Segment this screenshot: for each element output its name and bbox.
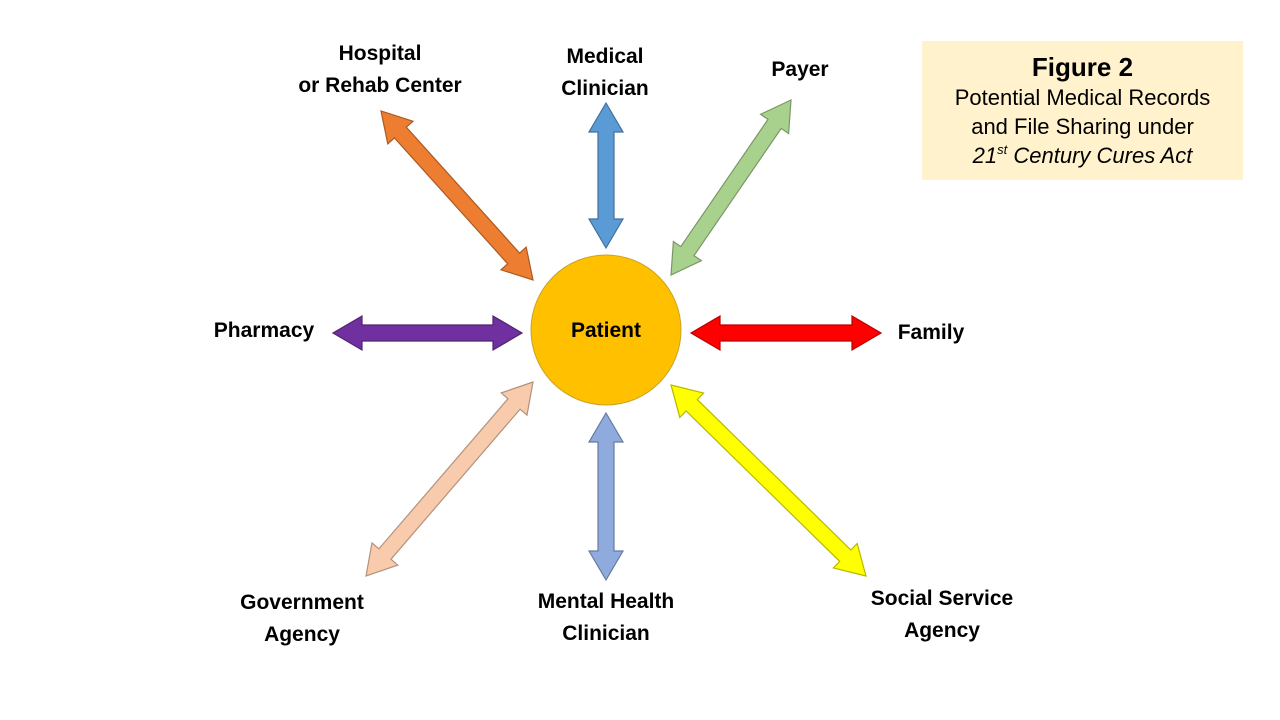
social-service-label-line1: Social Service xyxy=(870,587,1014,610)
government-agency-label: Government Agency xyxy=(202,587,402,651)
social-service-arrow xyxy=(670,384,867,577)
caption-line-3-number: 21 xyxy=(972,143,998,168)
hospital-arrow xyxy=(380,110,534,281)
payer-label-line1: Payer xyxy=(771,58,829,81)
payer-label: Payer xyxy=(740,54,860,86)
mental-health-clinician-label: Mental Health Clinician xyxy=(506,586,706,650)
mental-health-arrow xyxy=(587,411,625,582)
caption-line-3-rest: Century Cures Act xyxy=(1007,143,1193,168)
medical-clinician-arrow xyxy=(587,101,625,250)
mental-health-label-line2: Clinician xyxy=(562,622,650,645)
government-label-line2: Agency xyxy=(264,623,340,646)
pharmacy-arrow xyxy=(331,314,524,352)
medical-clinician-label: Medical Clinician xyxy=(515,41,695,105)
social-service-label-line2: Agency xyxy=(904,619,980,642)
caption-line-2: and File Sharing under xyxy=(971,114,1194,139)
hospital-label: Hospital or Rehab Center xyxy=(270,38,490,102)
pharmacy-label-line1: Pharmacy xyxy=(213,319,315,342)
figure-caption-box: Figure 2 Potential Medical Records and F… xyxy=(922,41,1243,180)
hospital-label-line2: or Rehab Center xyxy=(298,74,462,97)
family-label: Family xyxy=(881,317,981,349)
hospital-label-line1: Hospital xyxy=(338,42,422,65)
caption-line-3-superscript: st xyxy=(997,142,1008,157)
social-service-agency-label: Social Service Agency xyxy=(842,583,1042,647)
arrows-group xyxy=(331,99,883,582)
payer-arrow xyxy=(670,99,792,276)
medical-clinician-label-line2: Clinician xyxy=(561,77,649,100)
family-label-line1: Family xyxy=(897,321,965,344)
government-arrow xyxy=(365,381,534,577)
mental-health-label-line1: Mental Health xyxy=(537,590,675,613)
caption-line-1: Potential Medical Records xyxy=(954,85,1211,110)
family-arrow xyxy=(689,314,883,352)
figure-title: Figure 2 xyxy=(1031,52,1134,82)
government-label-line1: Government xyxy=(240,591,364,614)
patient-node-circle xyxy=(530,254,682,406)
patient-node-label: Patient xyxy=(571,319,641,342)
medical-clinician-label-line1: Medical xyxy=(566,45,644,68)
pharmacy-label: Pharmacy xyxy=(200,315,328,347)
caption-line-3: 21st Century Cures Act xyxy=(922,141,1243,170)
